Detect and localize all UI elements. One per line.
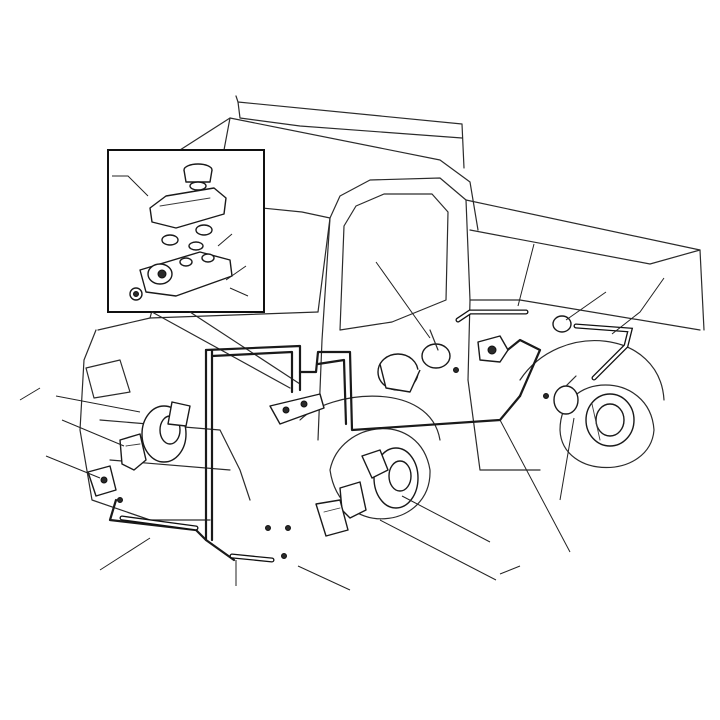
reservoir-tank-part xyxy=(149,181,227,229)
right-front-pad-part xyxy=(315,499,349,537)
callout-leader-11 xyxy=(45,455,101,479)
callout-leader-8 xyxy=(611,277,665,335)
brake-booster-part xyxy=(377,353,421,393)
callout-leader-7 xyxy=(565,291,607,321)
callout-leader-3 xyxy=(225,265,247,281)
distribution-block-part xyxy=(269,393,325,425)
right-front-disc-part xyxy=(361,447,419,509)
left-front-pad-part xyxy=(87,465,117,497)
callout-leaders xyxy=(19,175,665,591)
callout-leader-20 xyxy=(499,565,521,575)
callout-leader-17 xyxy=(499,419,571,553)
callout-leader-12 xyxy=(99,537,151,571)
callout-leader-1 xyxy=(112,175,149,197)
callout-leader-2 xyxy=(217,233,233,247)
brake-hoses xyxy=(119,309,634,563)
rear-clip-ring-part xyxy=(553,375,579,415)
seal-ring-part xyxy=(129,287,143,301)
callout-leader-15 xyxy=(401,495,491,543)
callout-leader-14 xyxy=(297,565,351,591)
left-front-caliper-part xyxy=(119,433,147,471)
callout-leader-19 xyxy=(19,387,41,401)
callout-leader-4 xyxy=(229,287,249,297)
left-front-disc-part xyxy=(141,401,191,463)
proportioning-valve-part xyxy=(477,335,509,363)
callout-leader-16 xyxy=(379,519,497,581)
callout-leader-5 xyxy=(375,261,431,339)
rear-drum-part xyxy=(585,393,635,447)
callout-leader-10 xyxy=(61,419,125,447)
clip-ring-part xyxy=(421,329,451,369)
callout-leader-9 xyxy=(55,395,141,413)
small-fasteners xyxy=(117,367,549,559)
reservoir-cap-part xyxy=(183,163,213,183)
grommet-parts xyxy=(161,224,213,251)
callout-leader-6 xyxy=(517,243,535,307)
master-cylinder-part xyxy=(139,251,233,297)
callout-leader-18 xyxy=(559,417,575,501)
